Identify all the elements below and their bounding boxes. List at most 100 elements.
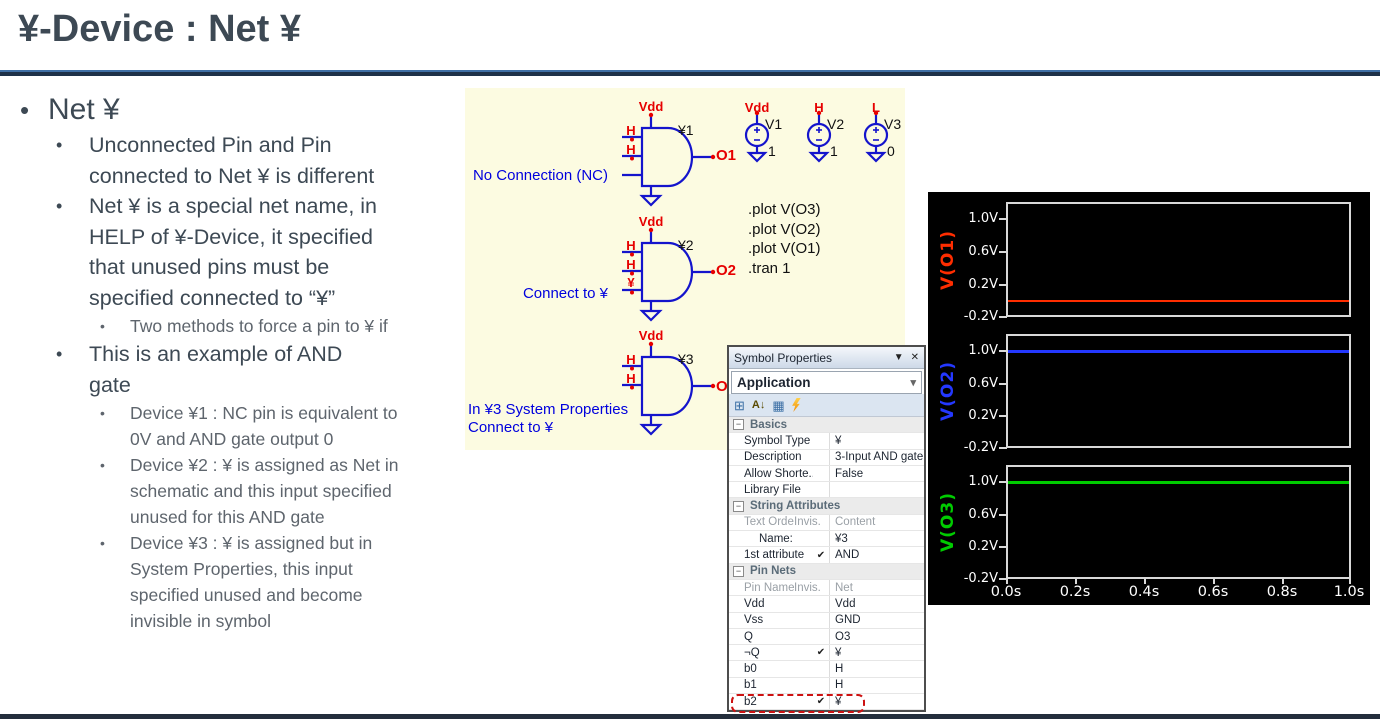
- column-header-row: Text OrdeInvis.Content: [729, 515, 924, 531]
- bullet-list: •Net ¥ •Unconnected Pin and Pin connecte…: [14, 90, 464, 634]
- net-label-vdd: Vdd: [637, 329, 665, 342]
- pin-menu-icon[interactable]: ▼: [894, 352, 904, 363]
- annotation: Connect to ¥: [471, 285, 608, 303]
- property-row[interactable]: VssGND: [729, 613, 924, 629]
- column-header-row: Pin NameInvis.Net: [729, 580, 924, 596]
- page-title: ¥-Device : Net ¥: [18, 8, 301, 51]
- property-row[interactable]: VddVdd: [729, 596, 924, 612]
- check-icon[interactable]: ✔: [813, 550, 829, 561]
- annotation: Connect to ¥: [468, 419, 553, 437]
- property-row[interactable]: Library File: [729, 482, 924, 498]
- title-divider: [0, 70, 1380, 76]
- bullet-icon: •: [20, 90, 48, 130]
- gate-name: ¥3: [678, 353, 694, 366]
- gate-name: ¥1: [678, 124, 694, 137]
- directive: .plot V(O3): [748, 200, 821, 220]
- x-tick: 0.6s: [1189, 584, 1237, 600]
- y-tick: -0.2V: [946, 440, 998, 455]
- chevron-down-icon: ▾: [910, 376, 916, 389]
- trace-line: [1008, 350, 1349, 353]
- bullet-icon: •: [56, 130, 89, 161]
- bullet-icon: •: [56, 339, 89, 370]
- list-item: •This is an example of AND gate: [56, 339, 464, 400]
- waveform-panel: V(O1) 1.0V 0.6V 0.2V -0.2V V(O2) 1.0V 0.…: [928, 192, 1370, 605]
- input-label: H: [622, 353, 640, 366]
- property-row[interactable]: b0H: [729, 661, 924, 677]
- x-tick: 0.8s: [1258, 584, 1306, 600]
- list-item: •Net ¥: [20, 90, 464, 130]
- bullet-icon: •: [100, 313, 130, 339]
- categorized-view-icon[interactable]: ⊞: [734, 399, 745, 412]
- source-value: 1: [830, 145, 838, 158]
- lightning-icon[interactable]: [792, 398, 801, 412]
- output-label: O2: [716, 264, 736, 277]
- y-tick: 0.2V: [946, 408, 998, 423]
- y-tick: 0.2V: [946, 277, 998, 292]
- y-tick: 1.0V: [946, 211, 998, 226]
- property-row[interactable]: 1st attribute✔AND: [729, 547, 924, 563]
- y-tick: 0.2V: [946, 539, 998, 554]
- panel-titlebar[interactable]: Symbol Properties ▼ ✕: [729, 347, 924, 369]
- y-tick: 1.0V: [946, 474, 998, 489]
- panel-title: Symbol Properties: [734, 351, 887, 365]
- spice-directives: .plot V(O3) .plot V(O2) .plot V(O1) .tra…: [748, 200, 821, 278]
- collapse-icon[interactable]: −: [733, 419, 744, 430]
- properties-toolbar: ⊞ A↓ ▦: [729, 394, 924, 417]
- x-tick: 1.0s: [1325, 584, 1373, 600]
- y-tick: -0.2V: [946, 309, 998, 324]
- application-select[interactable]: Application ▾: [731, 371, 922, 394]
- x-tick: 0.4s: [1120, 584, 1168, 600]
- list-item: •Net ¥ is a special net name, in HELP of…: [56, 191, 464, 313]
- x-axis: 0.0s 0.2s 0.4s 0.6s 0.8s 1.0s: [928, 584, 1370, 602]
- list-item: •Device ¥2 : ¥ is assigned as Net in sch…: [100, 452, 464, 530]
- section-row[interactable]: −Basics: [729, 417, 924, 433]
- property-row[interactable]: Name:¥3: [729, 531, 924, 547]
- y-tick: 0.6V: [946, 507, 998, 522]
- gate-name: ¥2: [678, 239, 694, 252]
- bullet-icon: •: [100, 400, 130, 426]
- close-icon[interactable]: ✕: [911, 352, 919, 363]
- directive: .plot V(O1): [748, 239, 821, 259]
- input-label: H: [622, 372, 640, 385]
- net-label: Vdd: [739, 101, 775, 114]
- input-label: H: [622, 239, 640, 252]
- x-tick: 0.0s: [982, 584, 1030, 600]
- source-name: V1: [765, 118, 782, 131]
- net-label-vdd: Vdd: [637, 215, 665, 228]
- check-icon[interactable]: ✔: [813, 696, 829, 707]
- property-row[interactable]: Symbol Type¥: [729, 433, 924, 449]
- input-label: H: [622, 124, 640, 137]
- directive: .plot V(O2): [748, 220, 821, 240]
- bullet-icon: •: [56, 191, 89, 222]
- y-tick: 0.6V: [946, 376, 998, 391]
- annotation: In ¥3 System Properties: [468, 401, 628, 419]
- input-label: ¥: [622, 276, 640, 289]
- input-label: H: [622, 143, 640, 156]
- property-row[interactable]: Allow Shorte...False: [729, 466, 924, 482]
- bullet-icon: •: [100, 452, 130, 478]
- section-row[interactable]: −String Attributes: [729, 498, 924, 514]
- collapse-icon[interactable]: −: [733, 566, 744, 577]
- section-row[interactable]: −Pin Nets: [729, 564, 924, 580]
- property-row[interactable]: Description3-Input AND gate: [729, 450, 924, 466]
- subplot-vo3: V(O3) 1.0V 0.6V 0.2V -0.2V: [928, 465, 1370, 579]
- property-row-highlighted[interactable]: b2✔¥: [729, 694, 924, 710]
- subplot-vo1: V(O1) 1.0V 0.6V 0.2V -0.2V: [928, 202, 1370, 317]
- collapse-icon[interactable]: −: [733, 501, 744, 512]
- property-row[interactable]: QO3: [729, 629, 924, 645]
- directive: .tran 1: [748, 259, 821, 279]
- y-tick: 0.6V: [946, 244, 998, 259]
- bullet-icon: •: [100, 530, 130, 556]
- property-row[interactable]: ¬Q✔¥: [729, 645, 924, 661]
- list-item: •Two methods to force a pin to ¥ if: [100, 313, 464, 339]
- property-row[interactable]: b1H: [729, 678, 924, 694]
- list-item: •Device ¥3 : ¥ is assigned but in System…: [100, 530, 464, 634]
- check-icon[interactable]: ✔: [813, 647, 829, 658]
- table-view-icon[interactable]: ▦: [772, 399, 784, 412]
- trace-line: [1008, 300, 1349, 303]
- source-value: 1: [768, 145, 776, 158]
- subplot-vo2: V(O2) 1.0V 0.6V 0.2V -0.2V: [928, 334, 1370, 448]
- sort-az-icon[interactable]: A↓: [752, 399, 765, 412]
- source-name: V3: [884, 118, 901, 131]
